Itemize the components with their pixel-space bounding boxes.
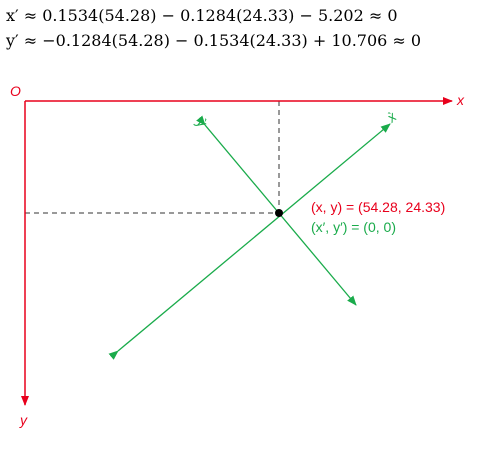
- point-marker: [275, 209, 283, 217]
- point-label-original: (x, y) = (54.28, 24.33): [311, 199, 446, 215]
- x-axis-label: x: [456, 92, 465, 108]
- rotated-x-axis: [108, 123, 391, 360]
- y-axis-label: y: [19, 412, 28, 428]
- equation-x-prime: x′ ≈ 0.1534(54.28) − 0.1284(24.33) − 5.2…: [6, 6, 398, 25]
- rotated-x-label: x̀: [383, 108, 400, 126]
- origin-label: O: [10, 83, 21, 99]
- point-label-rotated: (x′, y′) = (0, 0): [311, 219, 396, 235]
- equation-y-prime: y′ ≈ −0.1284(54.28) − 0.1534(24.33) + 10…: [6, 31, 422, 50]
